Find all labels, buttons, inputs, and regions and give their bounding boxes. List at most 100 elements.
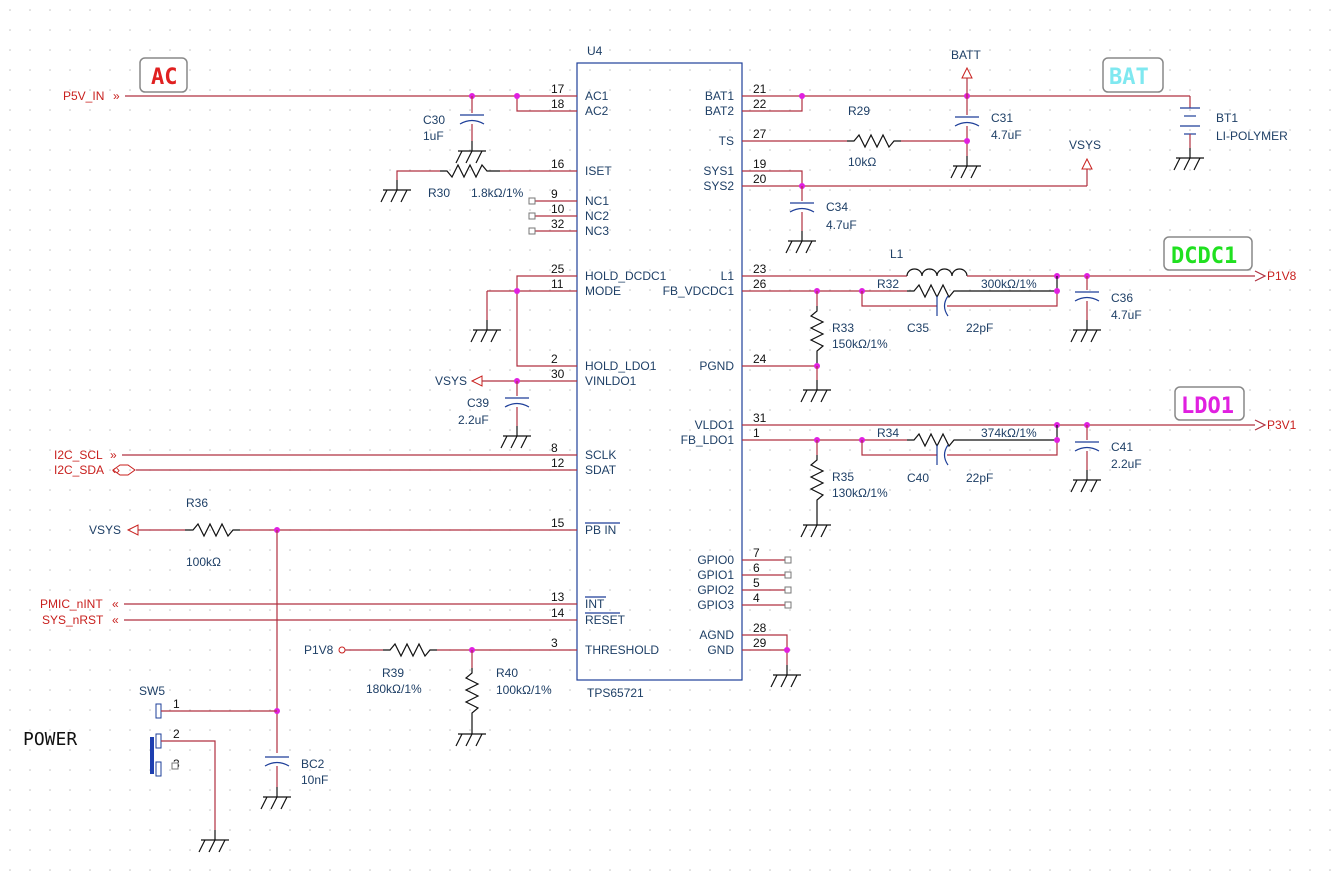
- c36-ref: C36: [1111, 291, 1133, 305]
- pin-name: PB IN: [585, 523, 616, 537]
- tag-ac: AC: [139, 57, 188, 93]
- pin-name: NC2: [585, 209, 609, 223]
- bc2-value: 10nF: [301, 773, 328, 787]
- r30-ref: R30: [428, 186, 450, 200]
- net-pmic-nint: PMIC_nINT: [40, 597, 103, 611]
- pin-number: 2: [551, 352, 558, 366]
- offpage-arrow-icon: »: [110, 448, 117, 462]
- r39-ref: R39: [382, 666, 404, 680]
- pin-number: 8: [551, 441, 558, 455]
- threshold-section: P1V8 R39 180kΩ/1% R40 100kΩ/1%: [304, 642, 577, 747]
- pin-number: 30: [551, 367, 565, 381]
- r40-value: 100kΩ/1%: [496, 683, 552, 697]
- pin-number: 13: [551, 590, 565, 604]
- pin-number: 15: [551, 516, 565, 530]
- r32-value: 300kΩ/1%: [981, 277, 1037, 291]
- pin-number: 12: [551, 456, 565, 470]
- pin-name: FB_LDO1: [681, 433, 735, 447]
- c36-value: 4.7uF: [1111, 308, 1142, 322]
- c30-value: 1uF: [423, 129, 444, 143]
- pin-name: THRESHOLD: [585, 643, 659, 657]
- pin-name: GPIO3: [697, 598, 734, 612]
- net-p5v-in: P5V_IN: [63, 89, 104, 103]
- c40-value: 22pF: [966, 471, 993, 485]
- r29-value: 10kΩ: [848, 155, 876, 169]
- net-i2c-sda: I2C_SDA: [54, 463, 104, 477]
- pin-number: 11: [551, 277, 564, 291]
- pin-number: 16: [551, 157, 565, 171]
- nc-pins: [528, 197, 577, 235]
- pin-name: RESET: [585, 613, 626, 627]
- pin-name: GPIO2: [697, 583, 734, 597]
- tag-ldo1-label: LDO1: [1181, 394, 1234, 419]
- dcdc1-section: P1V8 L1 R32 300kΩ/1% C35 22pF C36 4.7uF …: [742, 247, 1297, 403]
- net-vsys-pb: VSYS: [89, 523, 121, 537]
- r34-ref: R34: [877, 426, 899, 440]
- chip-u4-body: [576, 62, 743, 681]
- pin-name: AC2: [585, 104, 609, 118]
- pin-name: FB_VDCDC1: [663, 284, 735, 298]
- power-label: POWER: [23, 729, 77, 750]
- pin-name: AGND: [699, 628, 734, 642]
- pin-number: 23: [753, 262, 767, 276]
- pin-number: 32: [551, 217, 565, 231]
- pin-name: MODE: [585, 284, 621, 298]
- vinldo-section: VSYS C39 2.2uF: [435, 374, 577, 449]
- c41-ref: C41: [1111, 440, 1133, 454]
- net-batt: BATT: [951, 48, 981, 62]
- pin-number: 17: [551, 82, 565, 96]
- pin-number: 18: [551, 97, 565, 111]
- i2c-section: I2C_SCL » I2C_SDA ‹›: [54, 448, 577, 477]
- ldo1-section: P3V1 R34 374kΩ/1% C40 22pF C41 2.2uF R35…: [742, 418, 1297, 538]
- tag-dcdc1: DCDC1: [1163, 236, 1253, 271]
- l1-ref: L1: [890, 247, 904, 261]
- r32-ref: R32: [877, 277, 899, 291]
- pin-name: PGND: [699, 359, 734, 373]
- tag-bat-label: BAT: [1109, 65, 1149, 90]
- pin-number: 5: [753, 576, 760, 590]
- r35-ref: R35: [832, 470, 854, 484]
- pin-name: SCLK: [585, 448, 616, 462]
- pin-number: 25: [551, 262, 565, 276]
- bidir-arrow-icon: ‹›: [112, 463, 120, 477]
- hold-mode-section: [470, 275, 577, 367]
- r36-ref: R36: [186, 496, 208, 510]
- gnd-section: [742, 634, 802, 688]
- c30-ref: C30: [423, 113, 445, 127]
- c41-value: 2.2uF: [1111, 457, 1142, 471]
- iset-section: R30 1.8kΩ/1%: [380, 163, 577, 203]
- offpage-arrow-icon: «: [112, 613, 119, 627]
- net-vsys-ldo: VSYS: [435, 374, 467, 388]
- pin-name: GPIO0: [697, 553, 734, 567]
- r40-ref: R40: [496, 666, 518, 680]
- pin-name: HOLD_DCDC1: [585, 269, 667, 283]
- pin-number: 28: [753, 621, 767, 635]
- pin-number: 3: [551, 636, 558, 650]
- r39-value: 180kΩ/1%: [366, 682, 422, 696]
- ac-input-section: P5V_IN » C30 1uF: [63, 89, 577, 164]
- sw5-power-switch: SW5 1 2 3 POWER: [23, 684, 277, 853]
- gpio-section: [742, 556, 792, 609]
- c39-value: 2.2uF: [458, 413, 489, 427]
- net-p1v8-in: P1V8: [304, 643, 334, 657]
- pin-number: 7: [753, 546, 760, 560]
- pin-number: 21: [753, 82, 767, 96]
- pin-number: 14: [551, 606, 565, 620]
- r35-value: 130kΩ/1%: [832, 486, 888, 500]
- r36-value: 100kΩ: [186, 555, 221, 569]
- pin-name: HOLD_LDO1: [585, 359, 657, 373]
- sw5-pin-2: 2: [173, 727, 180, 741]
- pin-number: 10: [551, 202, 565, 216]
- pb-in-section: VSYS R36 100kΩ BC2 10nF: [89, 496, 577, 810]
- pin-name: TS: [719, 134, 734, 148]
- c31-ref: C31: [991, 111, 1013, 125]
- pin-name: BAT1: [705, 89, 734, 103]
- pin-number: 9: [551, 187, 558, 201]
- tag-dcdc1-label: DCDC1: [1171, 244, 1237, 269]
- pin-name: GND: [707, 643, 734, 657]
- pin-number: 29: [753, 636, 767, 650]
- c40-ref: C40: [907, 471, 929, 485]
- offpage-arrow-icon: «: [112, 597, 119, 611]
- net-p3v1-out: P3V1: [1267, 418, 1297, 432]
